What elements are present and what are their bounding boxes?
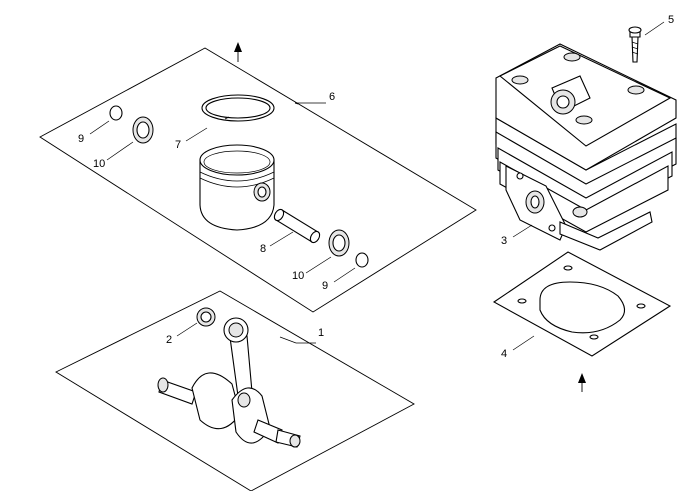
cylinder-bolt	[628, 26, 642, 63]
piston-kit-plate	[39, 47, 477, 313]
needle-bearing	[196, 307, 216, 327]
arrow-up-icon-lower	[578, 373, 586, 392]
callout-10-upper: 10	[93, 158, 105, 170]
crankshaft-plate	[55, 290, 415, 491]
callout-10-lower: 10	[292, 270, 304, 282]
callout-5: 5	[668, 14, 674, 26]
thrust-washer-upper	[132, 116, 154, 144]
piston	[199, 144, 275, 231]
callout-6: 6	[329, 91, 335, 103]
arrow-up-icon	[234, 42, 242, 62]
callout-9-upper: 9	[78, 133, 84, 145]
callout-9-lower: 9	[322, 280, 328, 292]
callout-2: 2	[166, 334, 172, 346]
callout-1: 1	[318, 327, 324, 339]
circlip-lower	[355, 252, 369, 268]
callout-4: 4	[501, 348, 507, 360]
cylinder	[495, 43, 677, 251]
callout-7: 7	[175, 139, 181, 151]
piston-pin	[273, 208, 321, 244]
thrust-washer-lower	[328, 229, 350, 257]
callout-3: 3	[501, 235, 507, 247]
callout-8: 8	[260, 243, 266, 255]
piston-ring	[201, 94, 275, 122]
crankshaft	[157, 317, 301, 448]
cylinder-gasket	[492, 251, 672, 357]
circlip-upper	[109, 105, 123, 121]
